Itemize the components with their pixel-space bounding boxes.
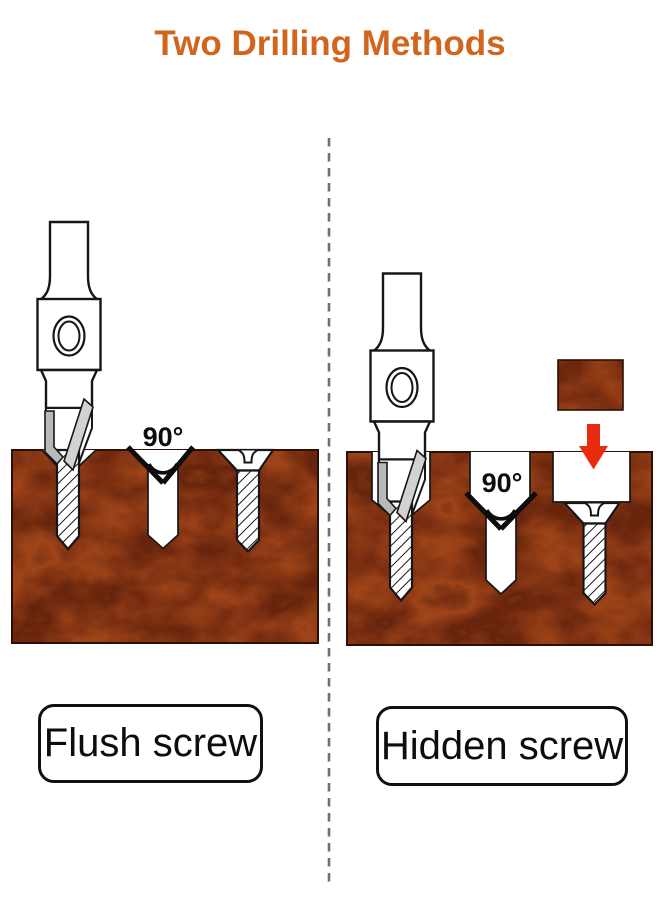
wood-plug bbox=[558, 360, 623, 410]
flush-screw-label: Flush screw bbox=[38, 704, 263, 783]
flush-method-panel: 90° bbox=[11, 220, 319, 644]
angle-label-left: 90° bbox=[143, 422, 184, 452]
angle-annotation-right: 90° bbox=[464, 468, 538, 531]
down-arrow-icon bbox=[579, 424, 608, 470]
wood-plug-border bbox=[557, 359, 624, 411]
angle-label-right: 90° bbox=[482, 468, 523, 498]
angle-annotation-left: 90° bbox=[126, 422, 195, 485]
hidden-method-panel: 90° bbox=[346, 272, 653, 646]
hidden-screw-label: Hidden screw bbox=[376, 706, 628, 786]
page-title: Two Drilling Methods bbox=[154, 24, 506, 63]
